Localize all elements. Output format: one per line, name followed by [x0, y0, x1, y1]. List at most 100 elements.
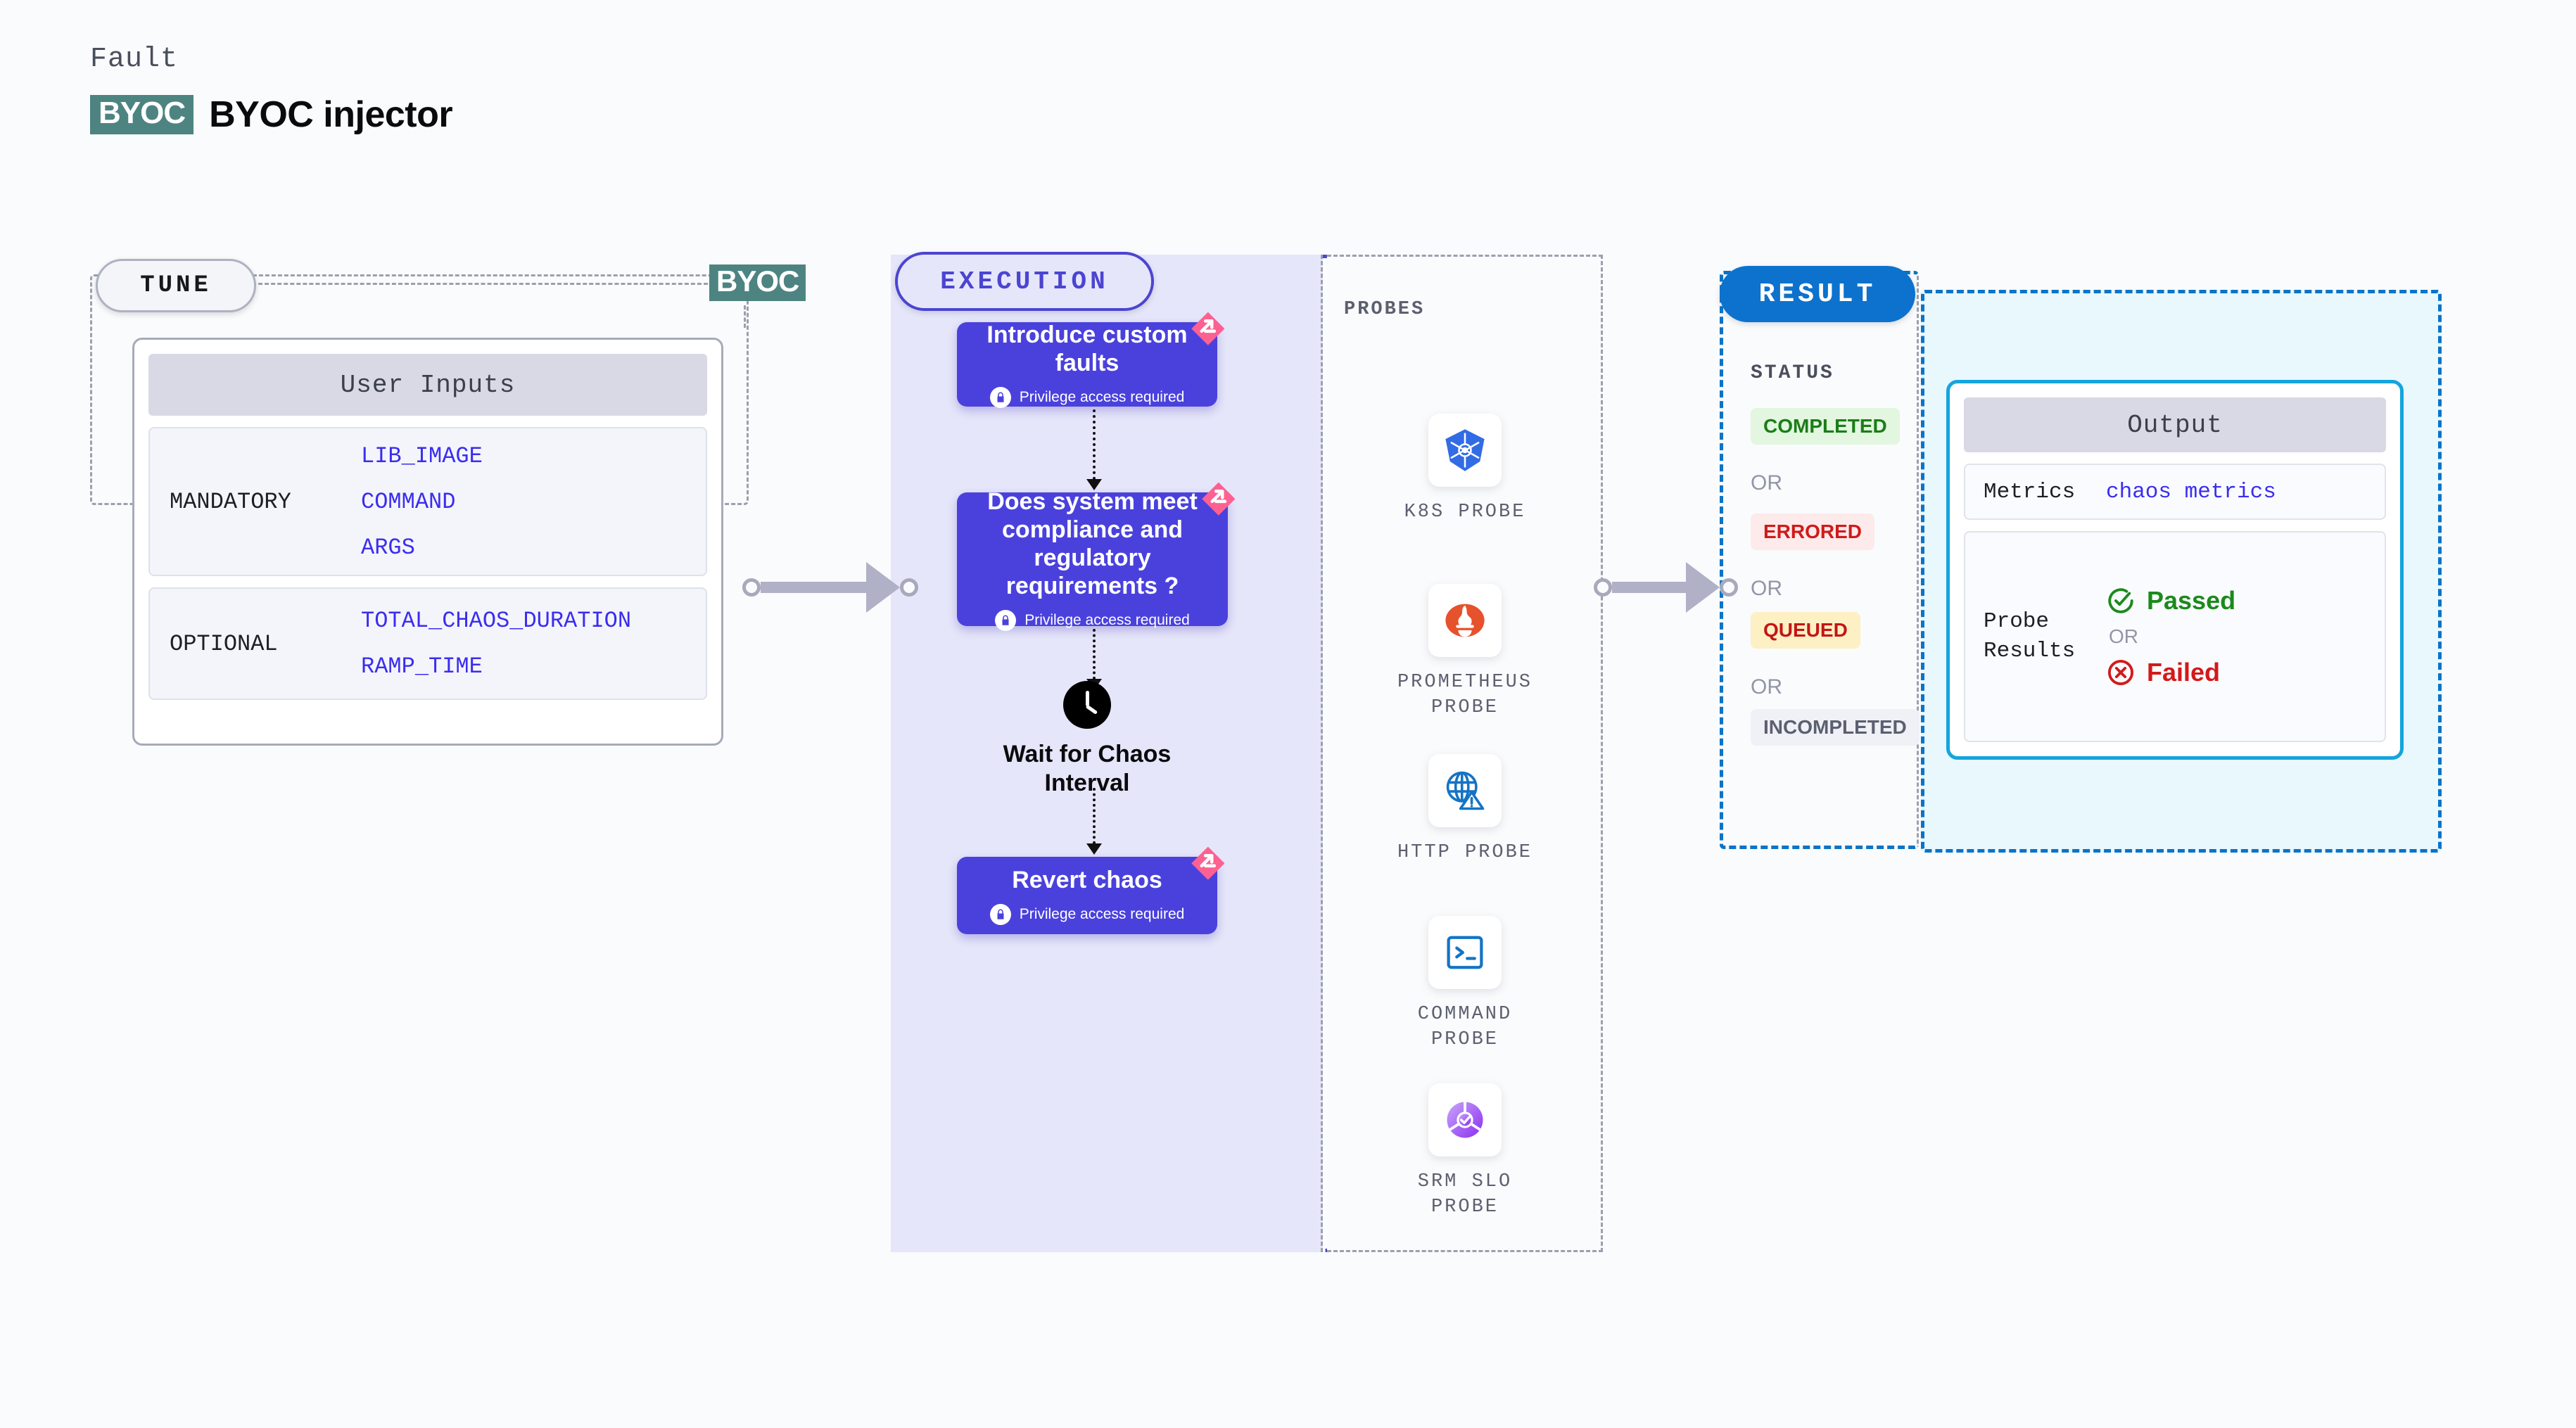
execution-panel [891, 255, 1323, 1252]
privilege-text: Privilege access required [1019, 906, 1185, 923]
privilege-row: Privilege access required [989, 387, 1185, 409]
flow-arrow-end-dot [1720, 578, 1738, 597]
status-badge-completed: COMPLETED [1751, 408, 1900, 445]
eyebrow-label: Fault [90, 44, 179, 75]
node-title: Does system meet compliance and regulato… [987, 487, 1198, 600]
flow-arrow-start-dot [742, 578, 761, 597]
flow-arrow-bar [761, 582, 866, 593]
probe-result-failed: Failed [2106, 658, 2235, 687]
stage-pill-execution[interactable]: EXECUTION [895, 252, 1154, 311]
node-title: Revert chaos [1012, 866, 1162, 893]
flow-arrow-head [866, 562, 900, 613]
kubernetes-icon [1428, 414, 1502, 487]
litmus-corner-badge-icon [1191, 846, 1225, 880]
flow-arrow-tune-to-execution [742, 559, 918, 616]
page-header: Fault BYOC BYOC injector [90, 44, 453, 136]
execution-node-wait-for-chaos-interval[interactable]: Wait for Chaos Interval [982, 681, 1193, 798]
failed-label: Failed [2147, 658, 2221, 687]
optional-inputs-block: OPTIONAL TOTAL_CHAOS_DURATION RAMP_TIME [148, 587, 707, 700]
user-inputs-header: User Inputs [148, 354, 707, 416]
input-ramp-time[interactable]: RAMP_TIME [361, 654, 483, 680]
page-title: BYOC injector [209, 94, 453, 135]
mandatory-values: LIB_IMAGE COMMAND ARGS [361, 443, 483, 561]
connector-stem [1093, 629, 1096, 680]
probe-item-prometheus[interactable]: PROMETHEUS PROBE [1384, 584, 1546, 721]
clock-icon [1063, 681, 1111, 729]
privilege-row: Privilege access required [989, 904, 1185, 926]
user-inputs-card: User Inputs MANDATORY LIB_IMAGE COMMAND … [132, 338, 723, 746]
srm-slo-icon [1428, 1083, 1502, 1156]
output-probe-results-row: Probe Results Passed OR Failed [1964, 531, 2386, 742]
litmus-corner-badge-icon [1191, 312, 1225, 345]
flow-arrow-end-dot [900, 578, 918, 597]
flow-arrow-execution-to-result [1594, 559, 1738, 616]
privilege-text: Privilege access required [1024, 612, 1190, 629]
connector-head [1086, 479, 1102, 490]
probe-label: COMMAND PROBE [1417, 1004, 1513, 1051]
probe-item-http[interactable]: HTTP PROBE [1384, 754, 1546, 865]
input-total-chaos-duration[interactable]: TOTAL_CHAOS_DURATION [361, 608, 632, 634]
lock-icon [989, 387, 1011, 409]
http-globe-warning-icon [1428, 754, 1502, 827]
mandatory-inputs-block: MANDATORY LIB_IMAGE COMMAND ARGS [148, 427, 707, 576]
input-args[interactable]: ARGS [361, 534, 415, 561]
prometheus-icon [1428, 584, 1502, 657]
probe-label: HTTP PROBE [1397, 842, 1533, 863]
probe-item-k8s[interactable]: K8S PROBE [1384, 414, 1546, 525]
terminal-icon [1428, 916, 1502, 989]
probe-results-values: Passed OR Failed [2106, 586, 2235, 687]
probe-results-key: Probe Results [1984, 609, 2076, 663]
stage-pill-tune-label: TUNE [140, 272, 212, 299]
stage-pill-tune[interactable]: TUNE [96, 259, 256, 312]
privilege-row: Privilege access required [995, 610, 1190, 632]
check-circle-icon [2108, 588, 2133, 613]
mandatory-label: MANDATORY [170, 488, 291, 515]
lock-icon [989, 904, 1011, 926]
user-inputs-title: User Inputs [340, 370, 516, 400]
connector-stem [1093, 788, 1096, 844]
optional-values: TOTAL_CHAOS_DURATION RAMP_TIME [361, 608, 631, 680]
status-or-0: OR [1751, 471, 1782, 495]
output-title: Output [2127, 410, 2223, 440]
passed-label: Passed [2147, 586, 2236, 615]
litmus-corner-badge-icon [1202, 482, 1236, 516]
flow-connector-3 [1086, 788, 1102, 855]
output-header: Output [1964, 397, 2386, 452]
probe-result-or: OR [2109, 625, 2138, 647]
probe-item-command[interactable]: COMMAND PROBE [1384, 916, 1546, 1053]
status-badge-errored: ERRORED [1751, 514, 1875, 550]
input-lib-image[interactable]: LIB_IMAGE [361, 442, 483, 469]
execution-node-introduce-custom-faults[interactable]: Introduce custom faults Privilege access… [957, 312, 1225, 409]
status-badge-queued: QUEUED [1751, 612, 1860, 649]
stage-pill-result[interactable]: RESULT [1720, 266, 1915, 322]
probe-label: SRM SLO PROBE [1417, 1171, 1513, 1218]
execution-node-revert-chaos[interactable]: Revert chaos Privilege access required [957, 846, 1225, 934]
title-row: BYOC BYOC injector [90, 94, 453, 136]
stage-pill-result-label: RESULT [1758, 279, 1877, 310]
privilege-text: Privilege access required [1019, 389, 1185, 406]
connector-stem [1093, 409, 1096, 480]
status-or-1: OR [1751, 577, 1782, 600]
connector-head [1086, 843, 1102, 855]
metrics-key: Metrics [1984, 479, 2076, 504]
probes-title: PROBES [1344, 299, 1426, 320]
x-circle-icon [2107, 659, 2134, 686]
byoc-chip: BYOC [90, 95, 194, 134]
input-command[interactable]: COMMAND [361, 488, 456, 515]
probe-item-srm-slo[interactable]: SRM SLO PROBE [1384, 1083, 1546, 1220]
wait-node-label: Wait for Chaos Interval [1003, 741, 1172, 796]
status-badge-incompleted: INCOMPLETED [1751, 709, 1920, 746]
byoc-edge-chip: BYOC [709, 264, 806, 301]
metrics-value[interactable]: chaos metrics [2106, 479, 2276, 504]
lock-icon [995, 610, 1017, 632]
tune-connector-line [252, 283, 708, 285]
output-metrics-row: Metrics chaos metrics [1964, 464, 2386, 520]
probe-result-passed: Passed [2106, 586, 2235, 616]
flow-arrow-head [1686, 562, 1720, 613]
node-title: Introduce custom faults [986, 321, 1188, 376]
stage-pill-execution-label: EXECUTION [940, 267, 1109, 296]
status-title: STATUS [1751, 362, 1834, 384]
execution-node-compliance-check[interactable]: Does system meet compliance and regulato… [957, 482, 1236, 632]
flow-arrow-start-dot [1594, 578, 1612, 597]
output-card: Output Metrics chaos metrics Probe Resul… [1946, 380, 2404, 760]
